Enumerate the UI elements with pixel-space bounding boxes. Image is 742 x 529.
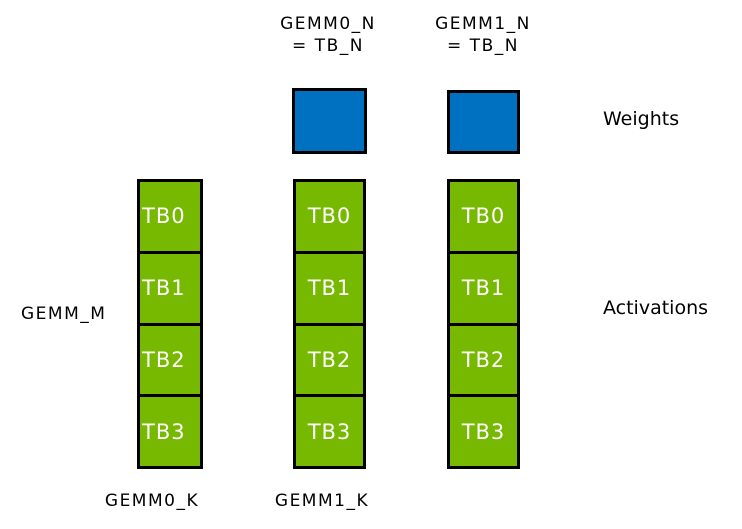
tb-block: TB3 (447, 394, 520, 469)
tb-block: TB1 (447, 250, 520, 326)
weights-tile-gemm0 (292, 88, 367, 154)
tb-block: TB1 (137, 250, 203, 326)
label-gemm1-k: GEMM1_K (274, 491, 370, 511)
tb-block: TB3 (137, 394, 203, 469)
tb-block-label: TB1 (307, 276, 352, 301)
tb-block-label: TB2 (142, 347, 186, 372)
tb-block-label: TB3 (142, 419, 186, 444)
tb-block-label: TB1 (461, 276, 506, 301)
tb-block-label: TB1 (142, 276, 186, 301)
tb-block: TB2 (293, 322, 366, 398)
label-gemm0-n-line2: = TB_N (292, 36, 364, 56)
tb-block: TB0 (137, 179, 203, 254)
tb-block-label: TB0 (461, 204, 506, 229)
tb-block-label: TB0 (307, 204, 352, 229)
label-weights: Weights (603, 108, 680, 130)
activation-column-gemm0: TB0 TB1 TB2 TB3 (293, 179, 366, 469)
label-activations: Activations (603, 297, 709, 319)
label-gemm1-n: GEMM1_N = TB_N (403, 13, 563, 57)
tb-block-label: TB2 (307, 347, 352, 372)
activation-column-gemm1: TB0 TB1 TB2 TB3 (447, 179, 520, 469)
tb-block: TB2 (447, 322, 520, 398)
tb-block-label: TB0 (142, 204, 186, 229)
label-gemm-m: GEMM_M (21, 304, 107, 324)
tb-block: TB0 (447, 179, 520, 254)
tb-block-label: TB3 (461, 419, 506, 444)
weights-tile-gemm1 (447, 90, 520, 154)
tb-block: TB3 (293, 394, 366, 469)
activation-column-gemm-m: TB0 TB1 TB2 TB3 (137, 179, 203, 469)
label-gemm0-n-line1: GEMM0_N (280, 14, 376, 34)
tb-block-label: TB2 (461, 347, 506, 372)
label-gemm1-n-line1: GEMM1_N (435, 14, 531, 34)
tb-block: TB2 (137, 322, 203, 398)
label-gemm0-n: GEMM0_N = TB_N (248, 13, 408, 57)
tb-block: TB1 (293, 250, 366, 326)
tb-block: TB0 (293, 179, 366, 254)
tb-block-label: TB3 (307, 419, 352, 444)
label-gemm0-k: GEMM0_K (104, 491, 200, 511)
label-gemm1-n-line2: = TB_N (447, 36, 519, 56)
